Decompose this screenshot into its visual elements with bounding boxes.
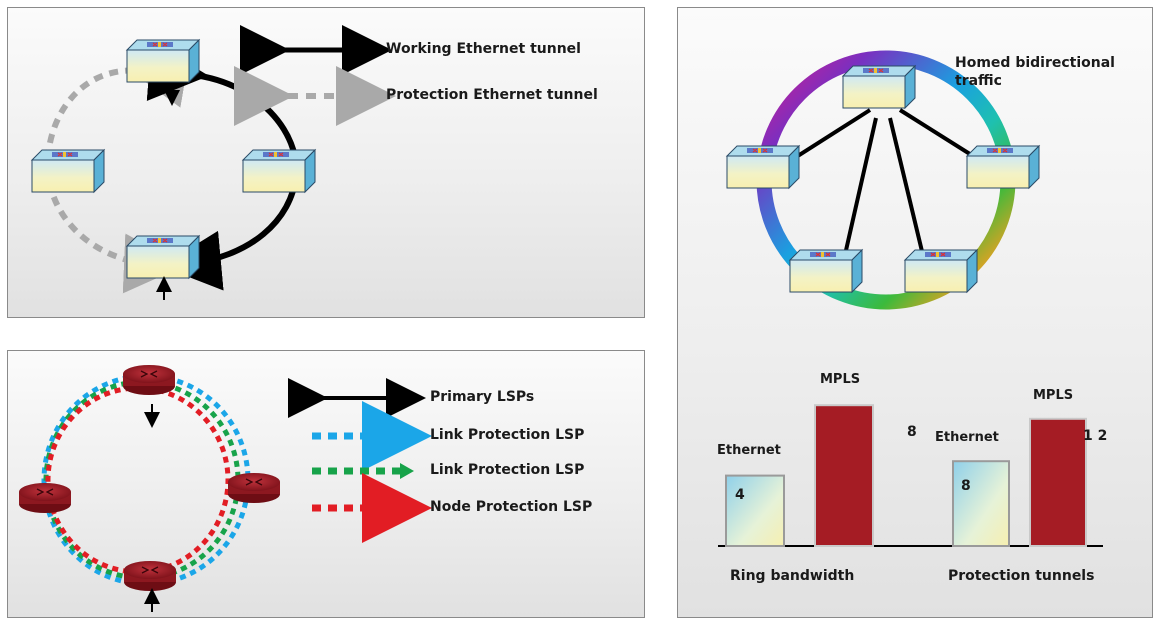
link-protection-lsp-label-2: Link Protection LSP [430, 462, 585, 478]
homing-link-bottom-left [840, 117, 878, 269]
router-left [18, 482, 72, 514]
router-right [227, 472, 281, 504]
router-top [122, 364, 176, 396]
chart1-bar-mpls [814, 404, 874, 548]
ethernet-ring [31, 25, 396, 300]
ring-switch-bottom-right [904, 249, 978, 293]
chart2-bar-ethernet [952, 460, 1010, 548]
mpls-ring [18, 364, 432, 612]
switch-left [31, 149, 105, 193]
node-protection-lsp [45, 385, 231, 575]
switch-top [126, 39, 200, 83]
comparison-charts [718, 404, 1103, 548]
homed-caption-line-2: traffic [955, 73, 1002, 89]
switch-bottom [126, 235, 200, 279]
switch-right [242, 149, 316, 193]
primary-lsp-label: Primary LSPs [430, 389, 535, 405]
ring-switch-right [966, 145, 1040, 189]
chart1-category-mpls: MPLS [820, 372, 861, 387]
chart2-category-ethernet: Ethernet [935, 430, 999, 445]
chart1-bar-ethernet [725, 474, 785, 548]
node-protection-lsp-label: Node Protection LSP [430, 499, 593, 515]
chart2-bar-mpls [1029, 417, 1087, 547]
homed-caption-line-1: Homed bidirectional [955, 55, 1115, 71]
ring-switch-bottom-left [789, 249, 863, 293]
chart1-value-ethernet: 4 [735, 487, 745, 503]
ring-switch-left [726, 145, 800, 189]
homed-ring [726, 50, 1040, 310]
router-bottom [123, 560, 177, 592]
link-lsp-2-arrowhead [400, 463, 414, 479]
working-tunnel-label: Working Ethernet tunnel [386, 41, 581, 57]
protection-tunnel-label: Protection Ethernet tunnel [386, 87, 598, 103]
chart2-value-mpls: 1 2 [1083, 428, 1108, 444]
chart2-value-ethernet: 8 [961, 478, 971, 494]
link-protection-lsp-label-1: Link Protection LSP [430, 427, 585, 443]
chart1-category-ethernet: Ethernet [717, 443, 781, 458]
chart1-value-mpls: 8 [907, 424, 917, 440]
chart1-xlabel: Ring bandwidth [730, 568, 855, 584]
homing-link-bottom-right [888, 117, 928, 269]
chart2-xlabel: Protection tunnels [948, 568, 1095, 584]
homed-traffic-caption: Homed bidirectional traffic [955, 54, 1115, 90]
chart2-category-mpls: MPLS [1033, 388, 1074, 403]
hub-switch [842, 65, 916, 109]
